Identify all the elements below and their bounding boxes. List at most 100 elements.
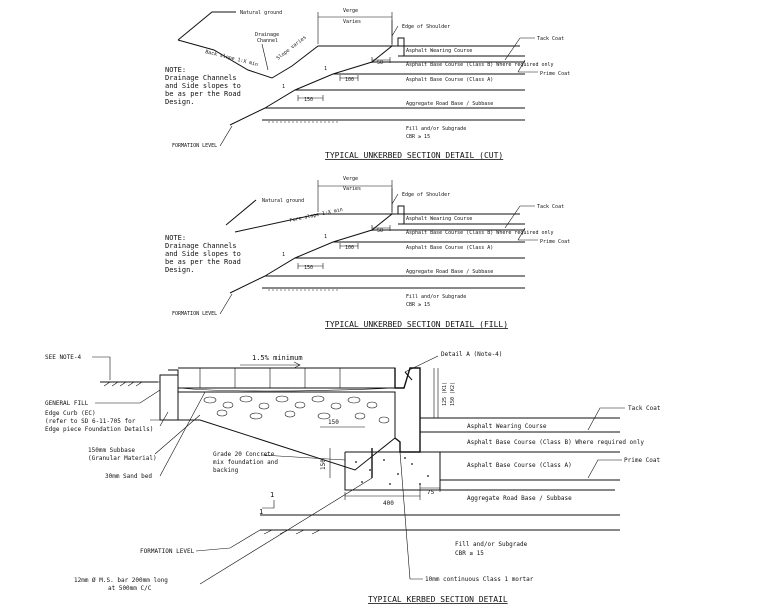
verge-dimension: [317, 12, 393, 44]
edge-curb-label-1: Edge Curb (EC): [45, 410, 96, 417]
edge-curb-label-3: Edge piece Foundation Details): [45, 426, 153, 433]
formation-leader-kerbed: [195, 529, 261, 552]
wearing-course-label-kerbed: Asphalt Wearing Course: [467, 423, 547, 430]
edge-shoulder-leader-fill: [391, 188, 399, 214]
concrete-leader: [261, 454, 346, 461]
slope-1-label-kerbed: 1: [270, 491, 274, 499]
edge-curb-ground: [150, 381, 160, 421]
section-kerbed-title: TYPICAL KERBED SECTION DETAIL: [368, 595, 508, 604]
concrete-foundation: [344, 451, 441, 491]
note-line-1: Drainage Channels: [165, 74, 237, 82]
note-line-2-fill: and Side slopes to: [165, 250, 241, 258]
wearing-course-label-fill: Asphalt Wearing Course: [406, 216, 472, 222]
subbase-leader: [154, 414, 201, 455]
slope-marker: [262, 500, 275, 509]
drainage-channel-label-2: Channel: [257, 38, 278, 44]
formation-leader-fill: [219, 293, 233, 315]
bar-leader: [199, 477, 373, 585]
fill-ground-profile: [234, 213, 392, 233]
sand-bed-label: 30mm Sand bed: [105, 473, 152, 480]
subbase-label-1: 150mm Subbase: [88, 447, 135, 454]
formation-hatch-kerbed: [263, 529, 321, 535]
dim-100-label: 100: [345, 77, 354, 83]
dim-150-k2: 150 (K2): [450, 382, 456, 406]
formation-level-label-kerbed: FORMATION LEVEL: [140, 548, 195, 555]
verge-label: Verge: [343, 8, 358, 14]
varies-label: Varies: [343, 19, 361, 25]
kerb-unit: [394, 367, 421, 453]
footpath-slab: [168, 367, 396, 389]
base-course-a-label-kerbed: Asphalt Base Course (Class A): [467, 462, 572, 469]
cbr-label-kerbed: CBR ≥ 15: [455, 550, 484, 557]
varies-label-fill: Varies: [343, 186, 361, 192]
kerb-height-dims: [433, 368, 439, 418]
dim-150-label: 150: [304, 97, 313, 103]
general-fill-leader: [95, 389, 161, 404]
formation-leader: [219, 125, 233, 147]
back-slope-label: Back slope 1:X min: [205, 49, 259, 68]
prime-coat-label-kerbed: Prime Coat: [624, 457, 661, 464]
section-kerbed: SEE NOTE-4 GENERAL FILL: [45, 351, 661, 604]
tack-coat-label-kerbed: Tack Coat: [628, 405, 661, 412]
dim-100-label-fill: 100: [345, 245, 354, 251]
slope-1-label-fill-a: 1: [324, 234, 327, 240]
general-fill-hatch: [103, 381, 143, 387]
note-title: NOTE:: [165, 66, 186, 74]
layer-step-edge-fill: [264, 213, 393, 277]
cbr-label-fill: CBR ≥ 15: [406, 302, 430, 308]
prime-coat-label-fill: Prime Coat: [540, 239, 570, 245]
base-course-a-label: Asphalt Base Course (Class A): [406, 77, 493, 83]
drainage-leader: [261, 43, 269, 71]
edge-shoulder-label-fill: Edge of Shoulder: [402, 192, 450, 198]
prime-coat-leader: [517, 59, 538, 73]
formation-level-label: FORMATION LEVEL: [172, 143, 217, 149]
formation-slope-fill: [229, 275, 266, 294]
edge-curb-label-2: (refer to SD 6-11-705 for: [45, 418, 136, 425]
drainage-channel-label: Drainage: [255, 32, 279, 38]
wearing-course-label: Asphalt Wearing Course: [406, 48, 472, 54]
dim-50-fill: [371, 225, 391, 231]
kerb-chamfer: [404, 371, 413, 381]
see-note-label: SEE NOTE-4: [45, 354, 82, 361]
formation-slope: [229, 107, 266, 126]
dim-50: [371, 57, 391, 63]
road-base-label-fill: Aggregate Road Base / Subbase: [406, 269, 493, 275]
dim-50-label: 50: [377, 60, 383, 66]
dim-400-label: 400: [383, 500, 394, 507]
dim-150-vertical-label: 150: [320, 459, 327, 470]
edge-shoulder-label: Edge of Shoulder: [402, 24, 450, 30]
base-course-b-label-fill: Asphalt Base Course (Class B) Where requ…: [406, 230, 554, 236]
dim-75-line: [419, 484, 441, 492]
mortar-leader: [399, 451, 423, 580]
wearing-course-outline: [392, 37, 525, 57]
prime-coat-leader-kerbed: [587, 459, 622, 479]
dim-150: [297, 95, 324, 101]
prime-coat-label: Prime Coat: [540, 71, 570, 77]
base-course-a-label-fill: Asphalt Base Course (Class A): [406, 245, 493, 251]
dim-150-label-fill: 150: [304, 265, 313, 271]
paver-joints: [199, 368, 341, 388]
note-line-1-fill: Drainage Channels: [165, 242, 237, 250]
note-line-2: and Side slopes to: [165, 82, 241, 90]
slope-1-label-kerbed-b: 1: [259, 508, 263, 516]
fore-slope-label: Fore slope 1:X min: [289, 207, 343, 224]
section-cut: Natural ground Back slope 1:X min Slope …: [165, 8, 570, 160]
cbr-label: CBR ≥ 15: [406, 134, 430, 140]
bar-label-1: 12mm Ø M.S. bar 200mm long: [74, 577, 168, 584]
dim-150-fill: [297, 263, 324, 269]
tack-coat-label: Tack Coat: [537, 36, 564, 42]
slope-1-label-a: 1: [324, 66, 327, 72]
detail-a-label: Detail A (Note-4): [441, 351, 502, 358]
dim-125-k1: 125 (K1): [442, 382, 448, 406]
natural-ground-line: [177, 11, 236, 41]
natural-ground-label-fill: Natural ground: [262, 198, 304, 204]
fill-subgrade-label: Fill and/or Subgrade: [406, 126, 466, 132]
note-line-3-fill: be as per the Road: [165, 258, 241, 266]
note-line-4-fill: Design.: [165, 266, 195, 274]
edge-curb: [159, 374, 179, 421]
section-cut-title: TYPICAL UNKERBED SECTION DETAIL (CUT): [325, 151, 503, 160]
base-course-b-label-kerbed: Asphalt Base Course (Class B) Where requ…: [467, 439, 644, 446]
note-line-3: be as per the Road: [165, 90, 241, 98]
concrete-label-3: backing: [213, 467, 239, 474]
